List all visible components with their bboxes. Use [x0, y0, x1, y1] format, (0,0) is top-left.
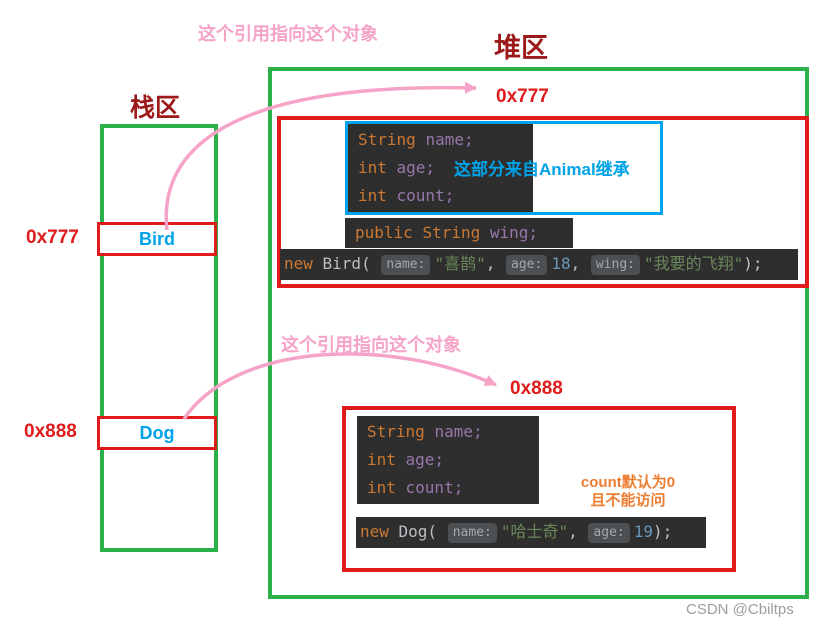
bird-own-field-code: public String wing; — [345, 218, 573, 248]
bird-inherited-fields-box: String name; int age; int count; 这部分来自An… — [345, 121, 663, 215]
heap-dog-address: 0x888 — [510, 378, 563, 399]
watermark: CSDN @Cbiltps — [686, 601, 794, 618]
constructor-call: Bird( — [322, 254, 381, 273]
field-type: String — [367, 422, 435, 441]
keyword-new: new — [284, 254, 323, 273]
field-type: int — [358, 158, 397, 177]
param-hint-age: age: — [506, 255, 548, 275]
param-hint-name: name: — [447, 523, 497, 543]
field-id: age; — [396, 158, 436, 177]
stack-bird-reference-cell: Bird — [97, 222, 217, 256]
dog-field-count: int count; — [367, 474, 539, 502]
keyword: public — [355, 223, 423, 242]
stack-region-rect — [100, 124, 218, 552]
string-arg: "我要的飞翔" — [644, 254, 744, 273]
stack-dog-reference-cell: Dog — [97, 416, 217, 450]
stack-dog-address: 0x888 — [24, 421, 77, 442]
stack-dog-label: Dog — [139, 422, 175, 443]
comma: , — [568, 522, 588, 541]
stack-bird-address: 0x777 — [26, 227, 79, 248]
string-arg: "哈士奇" — [500, 522, 569, 541]
param-hint-wing: wing: — [590, 255, 640, 275]
stack-bird-label: Bird — [139, 228, 175, 249]
field-id: count; — [405, 478, 464, 497]
field-type: int — [367, 478, 406, 497]
field-type: String — [422, 223, 490, 242]
heap-area-title: 堆区 — [494, 33, 548, 63]
field-type: String — [358, 130, 426, 149]
param-hint-name: name: — [381, 255, 431, 275]
heap-region-rect — [268, 67, 809, 599]
comma: , — [570, 254, 590, 273]
field-id: count; — [396, 186, 455, 205]
bird-constructor-code: new Bird( name:"喜鹊", age:18, wing:"我要的飞翔… — [280, 249, 798, 280]
count-note-line2: 且不能访问 — [590, 492, 666, 509]
field-id: name; — [434, 422, 483, 441]
stack-area-title: 栈区 — [130, 94, 181, 122]
pink-annotation-bird-reference: 这个引用指向这个对象 — [198, 24, 378, 44]
field-id: name; — [425, 130, 474, 149]
bird-field-count: int count; — [358, 182, 533, 210]
number-arg: 18 — [551, 254, 571, 273]
dog-constructor-code: new Dog( name:"哈士奇", age:19); — [356, 517, 706, 548]
comma: , — [485, 254, 506, 273]
pink-annotation-dog-reference: 这个引用指向这个对象 — [281, 335, 461, 355]
field-id: age; — [405, 450, 445, 469]
close-paren: ); — [652, 522, 673, 541]
dog-field-age: int age; — [367, 446, 539, 474]
constructor-call: Dog( — [398, 522, 447, 541]
close-paren: ); — [743, 254, 763, 273]
keyword-new: new — [360, 522, 399, 541]
field-type: int — [367, 450, 406, 469]
string-arg: "喜鹊" — [434, 254, 486, 273]
dog-inherited-fields-code: String name; int age; int count; — [357, 416, 539, 504]
animal-inheritance-note: 这部分来自Animal继承 — [454, 160, 630, 179]
count-default-note: count默认为0 且不能访问 — [553, 474, 703, 510]
param-hint-age: age: — [588, 523, 630, 543]
field-type: int — [358, 186, 397, 205]
heap-bird-address: 0x777 — [496, 86, 549, 107]
field-id: wing; — [489, 223, 539, 242]
bird-field-name: String name; — [358, 126, 533, 154]
number-arg: 19 — [633, 522, 653, 541]
heap-dog-object-box — [342, 406, 736, 572]
dog-field-name: String name; — [367, 418, 539, 446]
count-note-line1: count默认为0 — [580, 474, 676, 491]
